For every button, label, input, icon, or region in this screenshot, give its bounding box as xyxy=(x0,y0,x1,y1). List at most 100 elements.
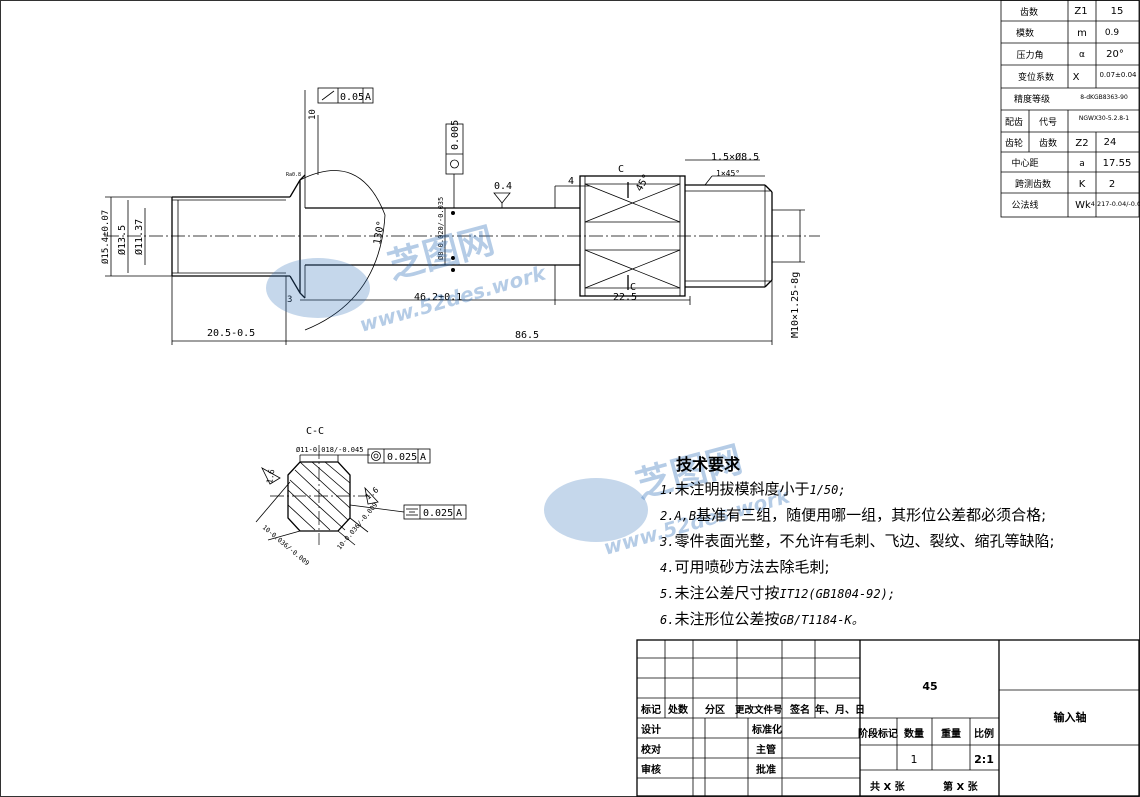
chamfer-note: 1.5×Ø8.5 xyxy=(711,151,759,163)
tech-item: 2.A,B基准有三组，随便用哪一组，其形位公差都必须合格; xyxy=(660,506,1047,524)
section-title: C-C xyxy=(306,426,324,437)
tb-weight-label: 重量 xyxy=(941,727,961,740)
code-value: NGWX30-5.2.8-1 xyxy=(1079,115,1129,122)
dim-d8: Ø8-0.020/-0.035 xyxy=(437,197,445,260)
mating-gear-label: 齿轮 xyxy=(1005,137,1023,149)
mating-row-symbol: a xyxy=(1079,159,1085,169)
section-view-cc xyxy=(255,445,467,546)
roughness-1: 1.6 xyxy=(265,468,276,484)
gear-row-label: 齿数 xyxy=(1020,6,1038,18)
dim-20-5: 20.5-0.5 xyxy=(207,328,255,339)
mating-row-label: 齿数 xyxy=(1039,137,1057,149)
dim-d11: Ø11-0.018/-0.045 xyxy=(296,446,363,454)
dim-10: 10 xyxy=(308,109,318,120)
mating-row-label: 中心距 xyxy=(1011,157,1038,169)
tb-material: 45 xyxy=(922,680,937,693)
tech-item: 4.可用喷砂方法去除毛刺; xyxy=(660,558,830,576)
runout-tolerance: 0.05 xyxy=(340,92,364,103)
dim-d13-5: Ø13.5 xyxy=(116,225,128,255)
mating-row-value: 2 xyxy=(1109,179,1115,190)
fcf-runout xyxy=(317,87,374,104)
tb-stage: 阶段标记 xyxy=(858,727,898,740)
tb-zone: 分区 xyxy=(705,703,725,716)
gear-row-label: 压力角 xyxy=(1016,49,1043,61)
tb-checker: 校对 xyxy=(641,743,661,756)
concentricity-datum: A xyxy=(420,452,426,463)
roughness-value: 0.4 xyxy=(494,181,512,192)
dim-86-5: 86.5 xyxy=(515,330,539,341)
dim-4: 4 xyxy=(568,176,574,187)
gear-row-label: 模数 xyxy=(1016,27,1034,39)
tb-sheets: 共 X 张 xyxy=(870,780,906,793)
dim-m10: M10×1.25-8g xyxy=(790,272,801,338)
mating-row-label: 跨测齿数 xyxy=(1015,178,1051,190)
gear-row-value: 0.07±0.04 xyxy=(1099,71,1137,79)
tb-standard: 标准化 xyxy=(751,723,782,736)
section-mark-bottom: C xyxy=(630,282,636,293)
fcf-concentricity xyxy=(367,448,431,464)
symmetry-datum: A xyxy=(456,508,462,519)
tb-sign: 签名 xyxy=(789,703,810,716)
gear-row-value: 8-dKGB8363-90 xyxy=(1080,94,1128,101)
tb-mark: 标记 xyxy=(640,703,661,716)
tb-doc: 更改文件号 xyxy=(735,704,783,716)
symmetry-tolerance: 0.025 xyxy=(423,508,453,519)
main-view xyxy=(105,87,820,345)
angle-130: 130° xyxy=(372,220,387,246)
tb-chief: 主管 xyxy=(756,743,776,756)
gear-row-symbol: Z1 xyxy=(1074,6,1087,17)
code-label: 代号 xyxy=(1039,117,1057,128)
chamfer-note-2: 1×45° xyxy=(716,169,740,178)
mating-row-symbol: K xyxy=(1079,179,1086,190)
tb-date: 年、月、日 xyxy=(815,703,865,716)
dim-d15-4: Ø15.4±0.07 xyxy=(100,210,111,264)
mating-row-symbol: Wk xyxy=(1075,200,1091,211)
tb-sheet-no: 第 X 张 xyxy=(943,780,979,793)
dim-3: 3 xyxy=(287,295,292,305)
mating-row-symbol: Z2 xyxy=(1075,138,1088,149)
small-roughness-note: Ra0.8 xyxy=(286,172,301,178)
mating-row-value: 4.217-0.04/-0.05 xyxy=(1091,200,1140,208)
title-block xyxy=(636,639,1140,797)
roughness-2: 1.6 xyxy=(364,485,381,501)
gear-row-value: 0.9 xyxy=(1105,28,1120,38)
gear-row-label: 变位系数 xyxy=(1018,71,1054,83)
dim-width-a: 10-0.036/-0.009 xyxy=(261,523,311,567)
mating-row-label: 公法线 xyxy=(1011,199,1038,211)
gear-row-symbol: m xyxy=(1077,28,1087,39)
tb-scale-label: 比例 xyxy=(974,727,994,740)
mating-label: 配齿 xyxy=(1005,117,1023,128)
tb-part-name: 输入轴 xyxy=(1054,710,1087,724)
tech-item: 6.未注形位公差按GB/T1184-K。 xyxy=(660,610,864,628)
concentricity-tolerance: 0.025 xyxy=(387,452,417,463)
gear-row-symbol: X xyxy=(1073,72,1080,83)
tb-qty-value: 1 xyxy=(911,753,918,766)
fcf-cylindricity xyxy=(445,123,464,175)
mating-row-value: 17.55 xyxy=(1103,158,1132,169)
cylindricity-tolerance: 0.005 xyxy=(450,120,461,150)
tb-reviewer: 审核 xyxy=(641,763,661,776)
tb-qty-label: 数量 xyxy=(904,727,924,740)
datum-letter: A xyxy=(365,92,371,103)
gear-row-symbol: α xyxy=(1079,50,1085,60)
technical-requirements: 技术要求 1.未注明拔模斜度小于1/50; 2.A,B基准有三组，随便用哪一组，… xyxy=(660,452,1055,633)
tech-title: 技术要求 xyxy=(676,455,741,474)
spline-section xyxy=(579,175,686,297)
mating-row-value: 24 xyxy=(1104,137,1117,148)
dim-d11-37: Ø11.37 xyxy=(133,219,145,255)
gear-row-value: 15 xyxy=(1111,6,1124,17)
tech-item: 3.零件表面光整，不允许有毛刺、飞边、裂纹、缩孔等缺陷; xyxy=(660,532,1055,550)
gear-parameter-table: 齿数 Z1 15 模数 m 0.9 压力角 α 20° 变位系数 X 0.07±… xyxy=(1000,0,1140,218)
tb-count: 处数 xyxy=(667,703,689,716)
tb-approver: 批准 xyxy=(756,763,776,776)
section-mark-top: C xyxy=(618,164,624,175)
tb-scale-value: 2:1 xyxy=(974,753,994,766)
gear-row-value: 20° xyxy=(1106,49,1124,60)
dim-46-2: 46.2±0.1 xyxy=(414,292,462,303)
tb-designer: 设计 xyxy=(641,723,661,736)
dim-22-5: 22.5 xyxy=(613,292,637,303)
tech-item: 1.未注明拔模斜度小于1/50; xyxy=(660,480,846,498)
gear-row-label: 精度等级 xyxy=(1014,93,1050,105)
